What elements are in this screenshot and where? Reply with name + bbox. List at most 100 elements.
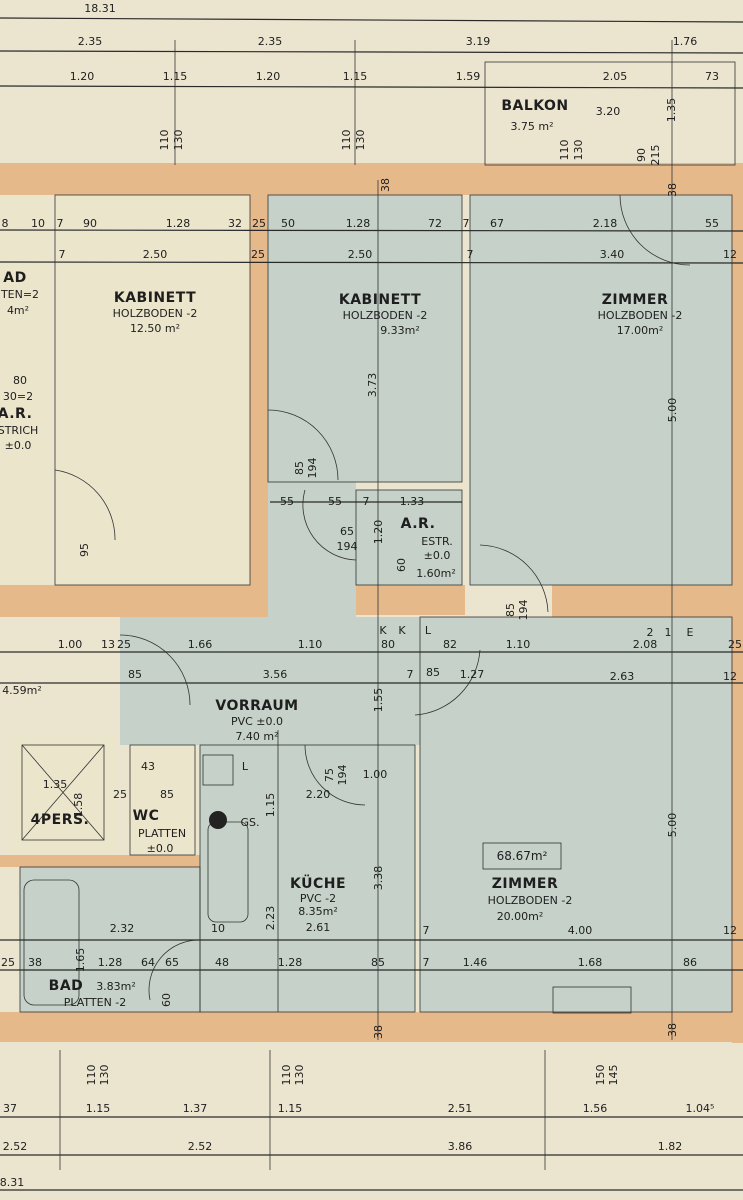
dim-label: 25 xyxy=(251,248,265,261)
room-name: KABINETT xyxy=(114,290,196,306)
door-dim: 85 xyxy=(293,461,306,475)
balkon-label: BALKON xyxy=(501,98,568,114)
dim-label: 1.20 xyxy=(256,70,281,83)
window-height: 130 xyxy=(293,1065,306,1086)
room-name: BAD xyxy=(49,978,84,994)
dim-label: 2.05 xyxy=(603,70,628,83)
dim-label: 1.65 xyxy=(74,948,87,973)
elevator-shaft xyxy=(21,744,105,841)
dim-label: 1.59 xyxy=(456,70,481,83)
room-name: KÜCHE xyxy=(290,874,346,892)
mark-label: K xyxy=(398,624,406,637)
door-dim: 85 xyxy=(426,666,440,679)
dim-label: 60 xyxy=(395,558,408,572)
dim-label: 12 xyxy=(723,924,737,937)
dim-label: 2.35 xyxy=(258,35,283,48)
dim-label: 2.08 xyxy=(633,638,658,651)
room-floor: PLATTEN xyxy=(138,827,186,840)
dim-label: 1.37 xyxy=(183,1102,208,1115)
room-width: 2.61 xyxy=(306,921,331,934)
dim-label: 5.00 xyxy=(666,813,679,838)
room-area: 4m² xyxy=(7,304,29,317)
dim-label: 1.66 xyxy=(188,638,213,651)
dim-label: 55 xyxy=(328,495,342,508)
dim-label: 2.52 xyxy=(188,1140,213,1153)
dim-label: 38 xyxy=(666,183,679,197)
row-dimensions: 8 10 7 90 1.28 32 25 50 1.28 72 7 67 2.1… xyxy=(1,217,742,1007)
balcony-outline xyxy=(484,61,736,166)
dim-label: 72 xyxy=(428,217,442,230)
dim-label: 1.10 xyxy=(506,638,531,651)
dim-label: 67 xyxy=(490,217,504,230)
dim-label: 10 xyxy=(211,922,225,935)
dim-label: 2.50 xyxy=(143,248,168,261)
radiator-icon xyxy=(552,986,632,1014)
dim-label: 50 xyxy=(281,217,295,230)
dim-label: 1.27 xyxy=(460,668,485,681)
dim-label: 2.32 xyxy=(110,922,135,935)
dim-label: 2.52 xyxy=(3,1140,28,1153)
dim-label: 1.15 xyxy=(264,793,277,818)
dim-label: 3.20 xyxy=(596,105,621,118)
dim-label: 1.33 xyxy=(400,495,425,508)
dim-label: 7 xyxy=(467,248,474,261)
room-outlines xyxy=(19,61,736,1014)
dim-label: 25 xyxy=(117,638,131,651)
dim-label: 3.73 xyxy=(366,373,379,398)
room-area: 1.60m² xyxy=(416,567,456,580)
dim-label: 1.15 xyxy=(278,1102,303,1115)
dim-label: 48 xyxy=(215,956,229,969)
dim-label: 12 xyxy=(723,670,737,683)
bathtub-icon xyxy=(23,879,80,1006)
dim-label: 86 xyxy=(683,956,697,969)
room-floor: HOLZBODEN -2 xyxy=(113,307,198,320)
dim-label: 1.55 xyxy=(372,688,385,713)
dim-label: 25 xyxy=(252,217,266,230)
room-area: 7.40 m² xyxy=(235,730,278,743)
door-dim: 194 xyxy=(336,765,349,786)
dim-label: 82 xyxy=(443,638,457,651)
room-name: A.R. xyxy=(401,516,436,532)
room-area: 12.50 m² xyxy=(130,322,180,335)
room-floor: TEN=2 xyxy=(0,288,39,301)
dim-label: 7 xyxy=(407,668,414,681)
window-height: 150 xyxy=(594,1065,607,1086)
sink-icon xyxy=(207,821,249,923)
dim-label: 1.04⁵ xyxy=(686,1102,715,1115)
room-name: A.R. xyxy=(0,406,32,422)
door-dim: 65 xyxy=(340,525,354,538)
window-height: 110 xyxy=(158,130,171,151)
dim-label: 2.20 xyxy=(306,788,331,801)
door-dim: 194 xyxy=(306,458,319,479)
room-labels: KABINETT HOLZBODEN -2 12.50 m² KABINETT … xyxy=(0,270,682,1009)
door-dim: 194 xyxy=(337,540,358,553)
dim-label: 38 xyxy=(666,1023,679,1037)
door-dim: 85 xyxy=(128,668,142,681)
dim-label: 73 xyxy=(705,70,719,83)
dim-label: 3.86 xyxy=(448,1140,473,1153)
dim-label: 85 xyxy=(160,788,174,801)
dim-label: 1.76 xyxy=(673,35,698,48)
door-dim: 194 xyxy=(517,600,530,621)
dim-label: 1.58 xyxy=(72,793,85,818)
room-floor: HOLZBODEN -2 xyxy=(598,309,683,322)
dim-label: 3.56 xyxy=(263,668,288,681)
mark-label: E xyxy=(687,626,694,639)
window-height: 130 xyxy=(354,130,367,151)
dim-label: 1.28 xyxy=(166,217,191,230)
dim-label: 1.10 xyxy=(298,638,323,651)
dim-label: 7 xyxy=(463,217,470,230)
mark-label: 2 xyxy=(647,626,654,639)
dim-label: 55 xyxy=(280,495,294,508)
dim-label: 85 xyxy=(371,956,385,969)
dim-label: 1.28 xyxy=(346,217,371,230)
dim-label: 30=2 xyxy=(3,390,33,403)
dim-label: 25 xyxy=(113,788,127,801)
window-height: 130 xyxy=(172,130,185,151)
dim-label: 1.15 xyxy=(86,1102,111,1115)
dim-label: 1.15 xyxy=(163,70,188,83)
dim-label: 1.20 xyxy=(70,70,95,83)
dim-label: 8 xyxy=(2,217,9,230)
window-height: 130 xyxy=(98,1065,111,1086)
